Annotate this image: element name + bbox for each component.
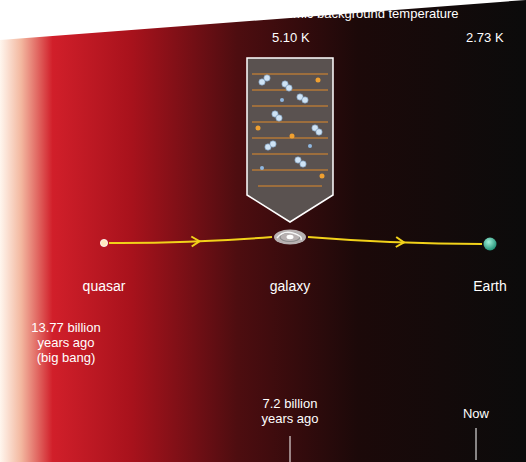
arrow-head <box>396 237 404 247</box>
annotation-label: Now <box>463 406 489 421</box>
node-shape <box>273 228 307 246</box>
light-path <box>308 237 482 247</box>
annotation-label: 13.77 billion years ago (big bang) <box>25 320 107 365</box>
arrow-head <box>191 237 199 247</box>
node-label: quasar <box>83 278 126 294</box>
inset-box <box>247 58 333 222</box>
galaxy-node: galaxy <box>273 228 307 246</box>
earth-node: Earth <box>483 237 497 251</box>
annotation-label: 2.73 K <box>466 30 504 45</box>
node-label: galaxy <box>270 278 310 294</box>
node-shape <box>483 237 497 251</box>
annotation-label: 7.2 billion years ago <box>252 396 328 426</box>
light-ray <box>308 237 482 244</box>
quasar-node: quasar <box>100 239 108 247</box>
tick-mark <box>290 436 291 462</box>
annotation-label: 5.10 K <box>272 30 310 45</box>
tick-mark <box>476 428 477 460</box>
node-shape <box>100 239 108 247</box>
annotation-label: Cosmic background temperature <box>270 6 459 21</box>
light-ray <box>109 237 272 243</box>
spectrum-lines <box>252 74 328 186</box>
light-path <box>109 237 272 247</box>
molecules <box>256 75 325 179</box>
node-label: Earth <box>473 278 506 294</box>
